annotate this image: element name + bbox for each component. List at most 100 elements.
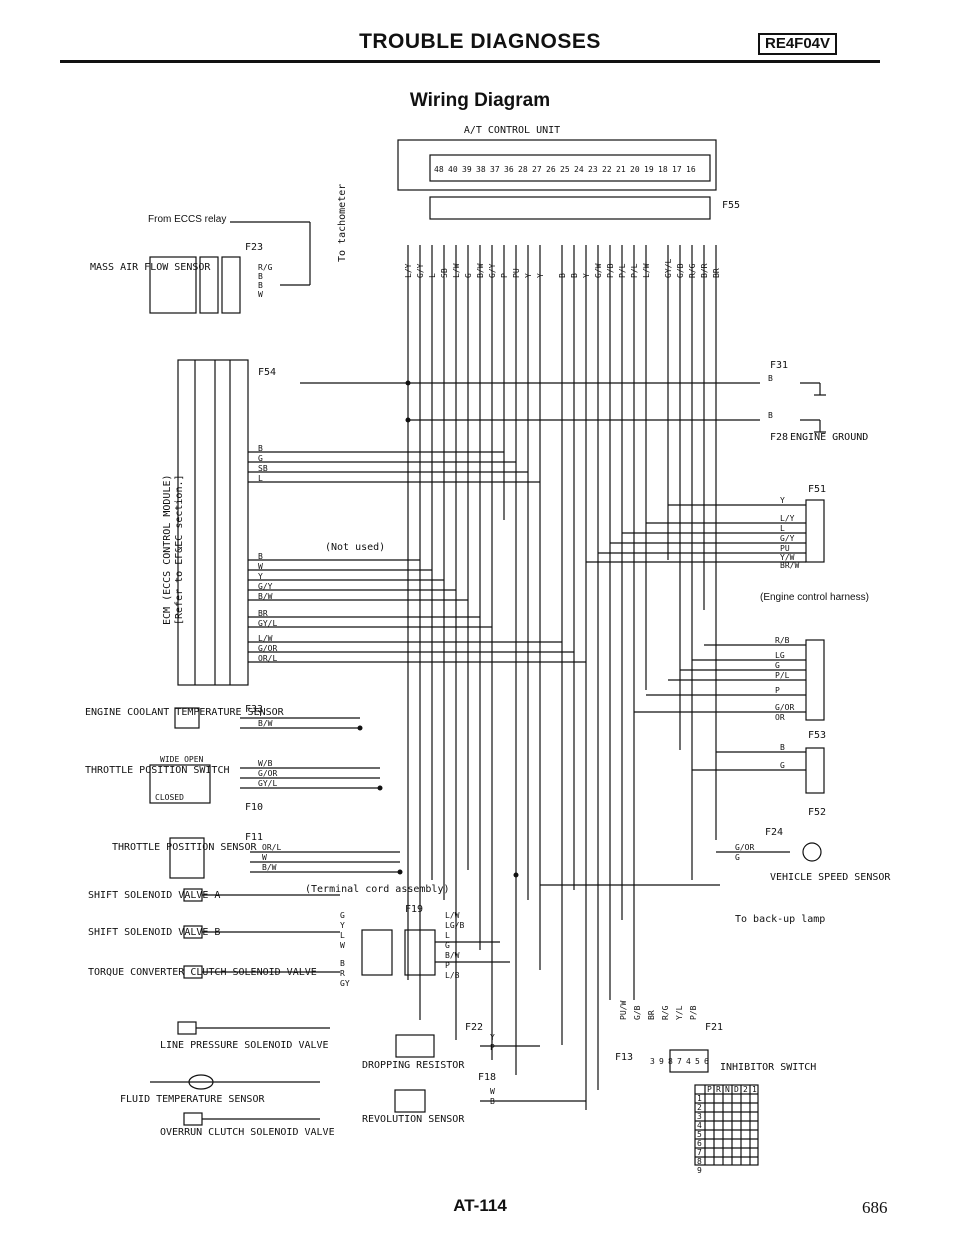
terminal-cord-wire-color: B/W	[445, 951, 460, 960]
inhibitor-wire-color: BR	[647, 1010, 656, 1020]
atcu-terminal-number: 16	[686, 165, 696, 174]
inhibitor-table-grid	[694, 1084, 759, 1166]
ecm-wire-color: BR	[258, 609, 268, 618]
header-rule	[60, 60, 880, 63]
terminal-cord-wire-color: LG/B	[445, 921, 464, 930]
terminal-cord-wire-color: R	[340, 969, 345, 978]
f22-label: F22	[465, 1022, 483, 1033]
tcc-label: TORQUE CONVERTER CLUTCH SOLENOID VALVE	[88, 967, 317, 978]
ecm-wire-color: W	[258, 562, 263, 571]
resistor-wire-color: Y	[490, 1033, 495, 1042]
f55-label: F55	[722, 200, 740, 211]
terminal-cord-label: (Terminal cord assembly)	[305, 884, 450, 895]
terminal-cord-wire-color: B	[340, 959, 345, 968]
throttle-sensor-label: THROTTLE POSITION SENSOR	[112, 842, 257, 853]
inhibitor-table-row: 2	[697, 1103, 702, 1112]
inhibitor-wire-color: P/B	[689, 1005, 698, 1020]
ecm-wire-color: G/Y	[258, 582, 273, 591]
vss-circle	[802, 842, 822, 862]
inhibitor-table-row: 4	[697, 1121, 702, 1130]
revolution-wire-color: W	[490, 1087, 495, 1096]
inhibitor-pin-number: 6	[704, 1057, 709, 1066]
atcu-wire-color: SB	[440, 268, 449, 278]
atcu-wire-color: P/L	[630, 263, 639, 278]
line-pressure-label: LINE PRESSURE SOLENOID VALVE	[160, 1040, 329, 1051]
atcu-terminal-number: 20	[630, 165, 640, 174]
atcu-wire-color: B/W	[476, 263, 485, 278]
atcu-wire-color: Y	[524, 273, 533, 278]
fluid-temp-label: FLUID TEMPERATURE SENSOR	[120, 1094, 265, 1105]
ecm-wire-color: L	[258, 474, 263, 483]
atcu-terminal-number: 19	[644, 165, 654, 174]
atcu-wire-color: P/B	[606, 263, 615, 278]
f51-box	[805, 499, 825, 563]
terminal-cord-wire-color: P	[445, 961, 450, 970]
throttle-sensor-wire-color: OR/L	[262, 843, 281, 852]
inhibitor-table-row: 7	[697, 1148, 702, 1157]
model-code-badge: RE4F04V	[758, 33, 838, 55]
inhibitor-table-row: 8	[697, 1157, 702, 1166]
ecm-wire-color: OR/L	[258, 654, 277, 663]
backup-label: To back-up lamp	[735, 914, 825, 925]
atcu-wire-color: G/Y	[416, 263, 425, 278]
f52-wire-color: B	[780, 743, 785, 752]
atcu-wire-color: G/W	[594, 263, 603, 278]
f24-label: F24	[765, 827, 783, 838]
inhibitor-table-row: 1	[697, 1094, 702, 1103]
shift-b-label: SHIFT SOLENOID VALVE B	[88, 927, 220, 938]
f31-label: F31	[770, 360, 788, 371]
inhibitor-connector	[669, 1049, 709, 1073]
coolant-wire-color: Y	[258, 709, 263, 718]
f11-label: F11	[245, 832, 263, 843]
ecm-wire-color: B/W	[258, 592, 273, 601]
overrun-label: OVERRUN CLUTCH SOLENOID VALVE	[160, 1127, 335, 1138]
atcu-wire-color: P	[500, 273, 509, 278]
ecm-box	[177, 359, 249, 686]
atcu-wire-color: G	[464, 273, 473, 278]
ecm-wire-color: L/W	[258, 634, 273, 643]
f52-wire-color: G	[780, 761, 785, 770]
f18-label: F18	[478, 1072, 496, 1083]
f53-label: F53	[808, 730, 826, 741]
inhibitor-table-row: 3	[697, 1112, 702, 1121]
atcu-label: A/T CONTROL UNIT	[464, 125, 560, 136]
f51-wire-color: L/Y	[780, 514, 795, 523]
atcu-wire-color: B	[570, 273, 579, 278]
f52-label: F52	[808, 807, 826, 818]
coolant-sensor-box	[174, 707, 200, 729]
maf-label: MASS AIR FLOW SENSOR	[90, 262, 211, 273]
ecm-wire-color: SB	[258, 464, 268, 473]
atcu-terminal-number: 37	[490, 165, 500, 174]
inhibitor-table-row: 9	[697, 1166, 702, 1175]
f52-box	[805, 747, 825, 794]
f53-wire-color: LG	[775, 651, 785, 660]
atcu-wire-color: G/Y	[488, 263, 497, 278]
f51-wire-color: PU	[780, 544, 790, 553]
ecm-note: [Refer to EF&EC section.]	[174, 474, 185, 625]
f21-label: F21	[705, 1022, 723, 1033]
atcu-terminal-number: 27	[532, 165, 542, 174]
inhibitor-pin-number: 3	[650, 1057, 655, 1066]
throttle-sensor-wire-color: W	[262, 853, 267, 862]
ground-wire-color: B	[768, 374, 773, 383]
inhibitor-pin-number: 4	[686, 1057, 691, 1066]
revolution-label: REVOLUTION SENSOR	[362, 1114, 465, 1125]
f51-label: F51	[808, 484, 826, 495]
atcu-terminal-number: 22	[602, 165, 612, 174]
throttle-sensor-wire-color: B/W	[262, 863, 277, 872]
throttle-switch-wire-color: W/B	[258, 759, 273, 768]
atcu-wire-color: G/B	[676, 263, 685, 278]
f33-label: F33	[245, 704, 263, 715]
maf-wire-color: B	[258, 281, 263, 290]
terminal-cord-wire-color: W	[340, 941, 345, 950]
atcu-terminal-number: 39	[462, 165, 472, 174]
atcu-wire-color: B	[558, 273, 567, 278]
page-header-title: TROUBLE DIAGNOSES	[359, 30, 601, 53]
inhibitor-table-header: N	[725, 1085, 730, 1094]
f53-wire-color: P	[775, 686, 780, 695]
terminal-cord-wire-color: G	[445, 941, 450, 950]
revolution-wire-color: B	[490, 1097, 495, 1106]
inhibitor-pin-number: 9	[659, 1057, 664, 1066]
atcu-wire-color: L/Y	[404, 263, 413, 278]
